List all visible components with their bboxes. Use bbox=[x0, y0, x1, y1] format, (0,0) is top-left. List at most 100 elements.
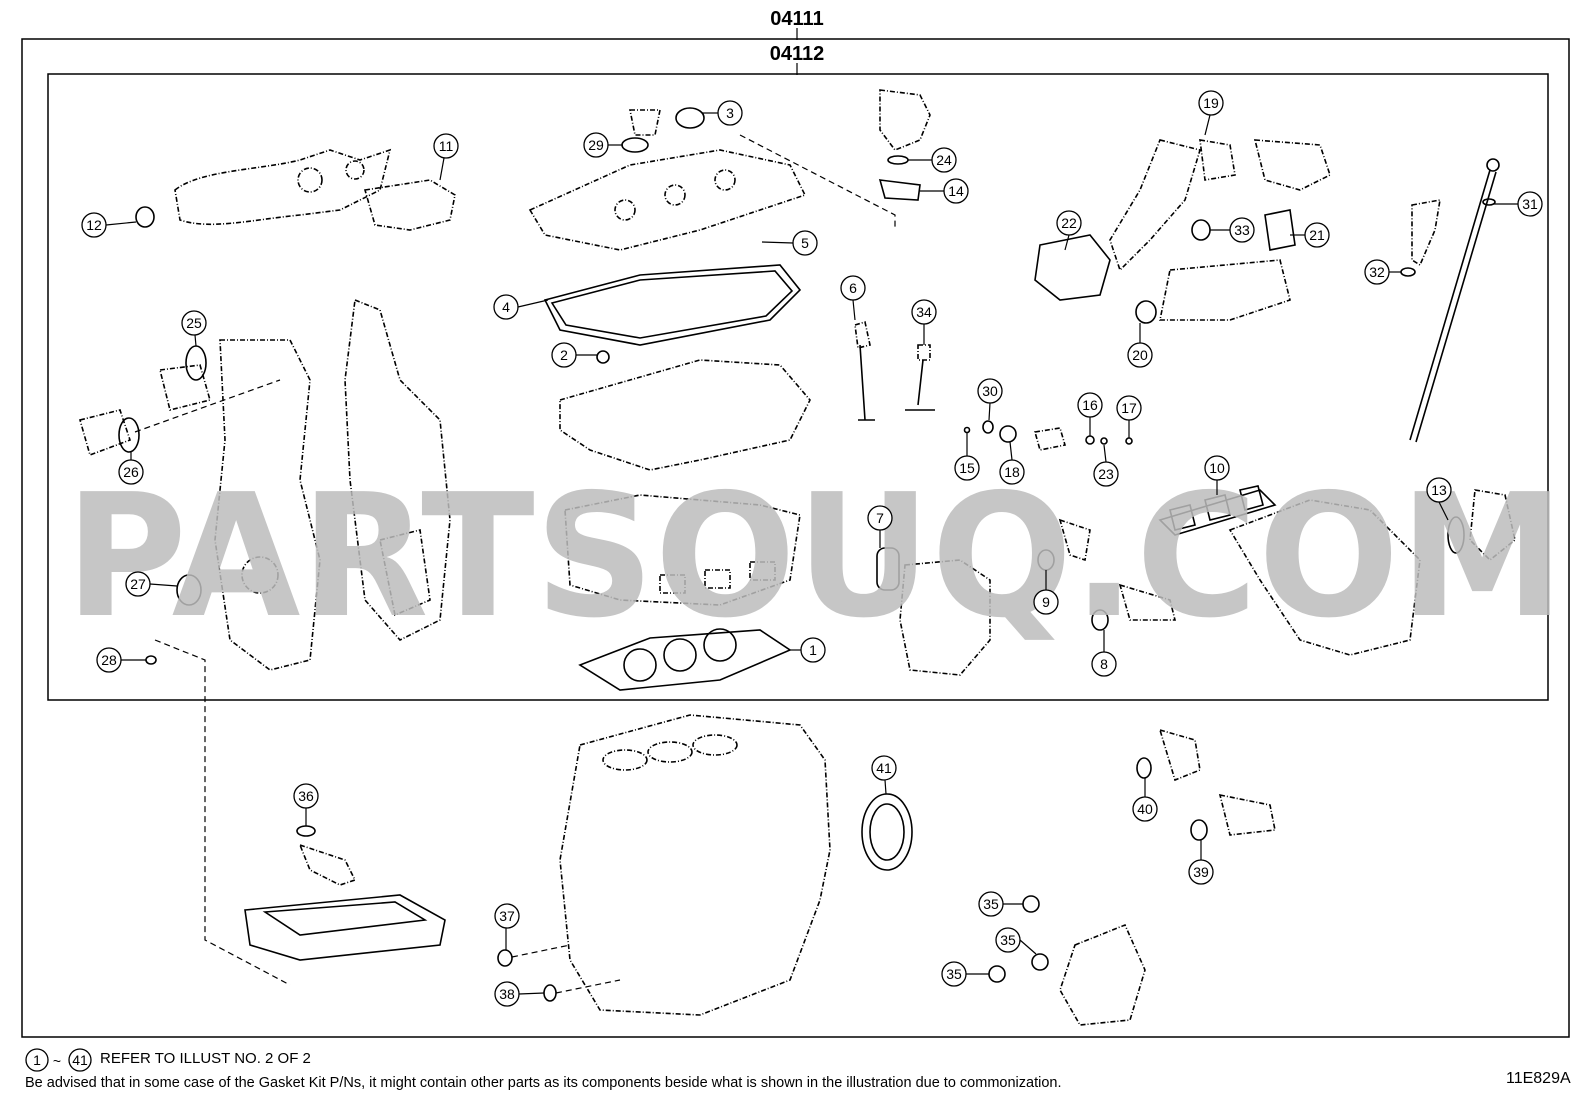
svg-text:34: 34 bbox=[916, 304, 932, 320]
cylinder-block-drawing bbox=[497, 714, 831, 1016]
callout-27[interactable]: 27 bbox=[125, 571, 151, 597]
svg-text:13: 13 bbox=[1431, 482, 1447, 498]
svg-text:35: 35 bbox=[946, 966, 962, 982]
callout-10[interactable]: 10 bbox=[1204, 455, 1230, 481]
callout-40[interactable]: 40 bbox=[1132, 796, 1158, 822]
svg-text:20: 20 bbox=[1132, 347, 1148, 363]
callout-9[interactable]: 9 bbox=[1033, 589, 1059, 615]
callout-32[interactable]: 32 bbox=[1364, 259, 1390, 285]
hose-clamps-drawing bbox=[988, 895, 1146, 1026]
svg-text:1: 1 bbox=[33, 1052, 41, 1068]
watermark: PARTSOUQ.COM bbox=[65, 458, 1565, 656]
callout-5[interactable]: 5 bbox=[792, 230, 818, 256]
crankshaft-seal-drawing bbox=[861, 793, 913, 871]
callout-18[interactable]: 18 bbox=[999, 459, 1025, 485]
callout-24[interactable]: 24 bbox=[931, 147, 957, 173]
callout-1[interactable]: 1 bbox=[800, 637, 826, 663]
oil-filler-drawing bbox=[878, 89, 931, 201]
callout-layer: 1 2 3 4 5 6 7 8 9 10 11 12 13 bbox=[81, 90, 1543, 1007]
svg-text:37: 37 bbox=[499, 908, 515, 924]
svg-text:30: 30 bbox=[982, 383, 998, 399]
callout-13[interactable]: 13 bbox=[1426, 477, 1452, 503]
svg-text:5: 5 bbox=[801, 235, 809, 251]
svg-text:21: 21 bbox=[1309, 227, 1325, 243]
callout-35-c[interactable]: 35 bbox=[941, 961, 967, 987]
svg-text:14: 14 bbox=[948, 183, 964, 199]
callout-23[interactable]: 23 bbox=[1093, 461, 1119, 487]
inner-kit-frame bbox=[47, 73, 1549, 701]
callout-7[interactable]: 7 bbox=[867, 505, 893, 531]
callout-19[interactable]: 19 bbox=[1198, 90, 1224, 116]
svg-text:40: 40 bbox=[1137, 801, 1153, 817]
cylinder-head-cover-drawing bbox=[528, 107, 896, 251]
callout-2[interactable]: 2 bbox=[551, 342, 577, 368]
footnote-range: 1 ~ 41 bbox=[25, 1048, 92, 1072]
callout-33[interactable]: 33 bbox=[1229, 217, 1255, 243]
callout-21[interactable]: 21 bbox=[1304, 222, 1330, 248]
footnote-disclaimer: Be advised that in some case of the Gask… bbox=[25, 1075, 1062, 1091]
svg-text:35: 35 bbox=[1000, 932, 1016, 948]
callout-38[interactable]: 38 bbox=[494, 981, 520, 1007]
svg-text:27: 27 bbox=[130, 576, 146, 592]
svg-text:17: 17 bbox=[1121, 400, 1137, 416]
callout-4[interactable]: 4 bbox=[493, 294, 519, 320]
callout-35-b[interactable]: 35 bbox=[995, 927, 1021, 953]
svg-text:33: 33 bbox=[1234, 222, 1250, 238]
oil-pan-drawing bbox=[244, 825, 446, 961]
svg-text:3: 3 bbox=[726, 105, 734, 121]
svg-text:2: 2 bbox=[560, 347, 568, 363]
callout-41[interactable]: 41 bbox=[871, 755, 897, 781]
outer-kit-frame bbox=[21, 38, 1570, 1038]
kit-code-outer[interactable]: 04111 bbox=[770, 8, 823, 30]
callout-3[interactable]: 3 bbox=[717, 100, 743, 126]
head-cover-gasket-drawing bbox=[543, 264, 802, 346]
callout-29[interactable]: 29 bbox=[583, 132, 609, 158]
callout-17[interactable]: 17 bbox=[1116, 395, 1142, 421]
svg-text:7: 7 bbox=[876, 510, 884, 526]
kit-code-inner[interactable]: 04112 bbox=[770, 43, 825, 65]
callout-15[interactable]: 15 bbox=[954, 455, 980, 481]
callout-11[interactable]: 11 bbox=[433, 133, 459, 159]
callout-34[interactable]: 34 bbox=[911, 299, 937, 325]
svg-text:25: 25 bbox=[186, 315, 202, 331]
callout-35-a[interactable]: 35 bbox=[978, 891, 1004, 917]
valve-drawing bbox=[854, 320, 935, 421]
callout-37[interactable]: 37 bbox=[494, 903, 520, 929]
callout-22[interactable]: 22 bbox=[1056, 210, 1082, 236]
svg-text:4: 4 bbox=[502, 299, 510, 315]
callout-6[interactable]: 6 bbox=[840, 275, 866, 301]
callout-26[interactable]: 26 bbox=[118, 459, 144, 485]
svg-text:31: 31 bbox=[1522, 196, 1538, 212]
svg-text:23: 23 bbox=[1098, 466, 1114, 482]
svg-text:16: 16 bbox=[1082, 397, 1098, 413]
svg-text:6: 6 bbox=[849, 280, 857, 296]
svg-text:24: 24 bbox=[936, 152, 952, 168]
callout-14[interactable]: 14 bbox=[943, 178, 969, 204]
svg-text:15: 15 bbox=[959, 460, 975, 476]
callout-20[interactable]: 20 bbox=[1127, 342, 1153, 368]
callout-30[interactable]: 30 bbox=[977, 378, 1003, 404]
svg-text:41: 41 bbox=[876, 760, 892, 776]
water-outlet-drawing bbox=[1136, 728, 1276, 841]
callout-8[interactable]: 8 bbox=[1091, 651, 1117, 677]
svg-text:12: 12 bbox=[86, 217, 102, 233]
svg-text:11: 11 bbox=[439, 138, 454, 154]
svg-text:26: 26 bbox=[123, 464, 139, 480]
svg-text:29: 29 bbox=[588, 137, 604, 153]
exhaust-manifold-drawing bbox=[1034, 139, 1331, 324]
callout-28[interactable]: 28 bbox=[96, 647, 122, 673]
callout-31[interactable]: 31 bbox=[1517, 191, 1543, 217]
callout-25[interactable]: 25 bbox=[181, 310, 207, 336]
svg-text:38: 38 bbox=[499, 986, 515, 1002]
intake-gasket-drawing bbox=[1158, 485, 1277, 536]
svg-text:1: 1 bbox=[809, 642, 817, 658]
svg-text:10: 10 bbox=[1209, 460, 1225, 476]
svg-text:39: 39 bbox=[1193, 864, 1209, 880]
svg-text:41: 41 bbox=[72, 1052, 88, 1068]
callout-12[interactable]: 12 bbox=[81, 212, 107, 238]
callout-39[interactable]: 39 bbox=[1188, 859, 1214, 885]
callout-36[interactable]: 36 bbox=[293, 783, 319, 809]
timing-cover-drawing bbox=[79, 206, 451, 986]
callout-16[interactable]: 16 bbox=[1077, 392, 1103, 418]
